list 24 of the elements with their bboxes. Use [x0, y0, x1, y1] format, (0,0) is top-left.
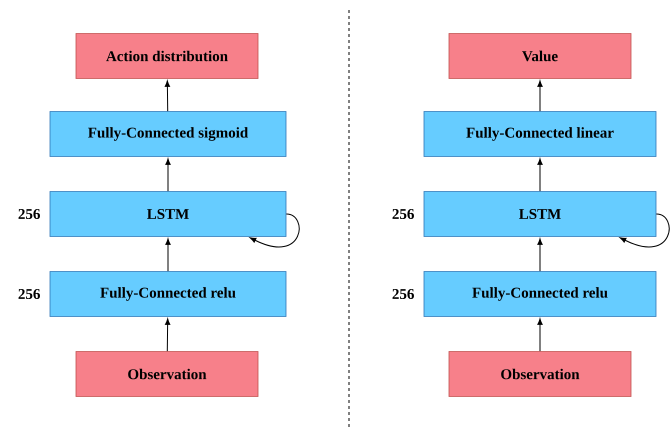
layer-box: LSTM	[50, 191, 286, 237]
layer-box: Fully-Connected relu	[424, 271, 656, 317]
arrow	[165, 318, 170, 352]
arrow	[537, 158, 543, 192]
layer-box: LSTM	[424, 191, 656, 237]
layer-size-label: 256	[18, 208, 40, 220]
layer-size-label: 256	[392, 208, 414, 220]
layer-size-label: 256	[18, 288, 40, 300]
io-box: Value	[448, 33, 632, 79]
loop-arrow	[250, 214, 300, 248]
arrow	[165, 158, 171, 192]
arrow	[165, 238, 171, 272]
layer-box: Fully-Connected relu	[50, 271, 286, 317]
arrow	[537, 80, 543, 112]
io-box: Action distribution	[76, 33, 258, 79]
arrow	[537, 318, 543, 352]
layer-box: Fully-Connected linear	[424, 111, 656, 157]
arrow	[164, 80, 170, 112]
layer-box: Fully-Connected sigmoid	[50, 111, 286, 157]
layer-size-label: 256	[392, 288, 414, 300]
io-box: Observation	[76, 351, 258, 397]
arrow	[537, 238, 543, 272]
io-box: Observation	[448, 351, 632, 397]
loop-arrow	[620, 214, 670, 248]
